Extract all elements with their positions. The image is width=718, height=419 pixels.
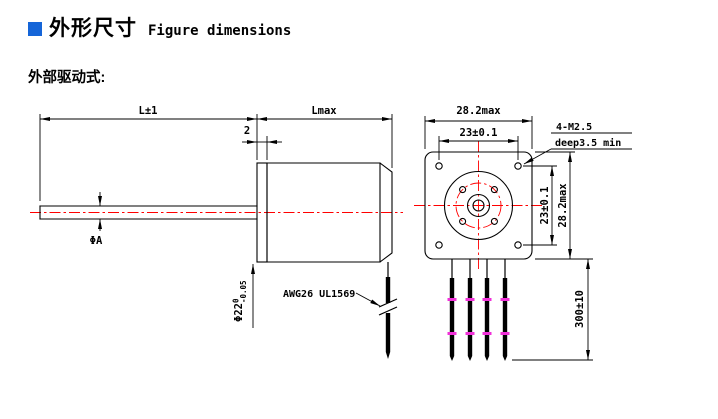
dim-side-outer-label: 28.2max [557, 183, 569, 228]
drive-type-label: 外部驱动式: [28, 70, 106, 86]
dim-phi22-label: Φ220-0.05 [232, 280, 249, 322]
dim-pilot-diameter: Φ220-0.05 [232, 264, 255, 328]
dim-top-outer-label: 28.2max [456, 105, 501, 117]
screw-note-line2: deep3.5 min [555, 137, 621, 149]
wire-break-mark [378, 298, 398, 308]
flange-square-outline [424, 151, 533, 260]
center-bosses [443, 170, 514, 241]
side-lead-wire [378, 262, 398, 359]
dim-phi-a-label: ΦA [90, 235, 103, 247]
wire-spec-callout: AWG26 UL1569 [283, 289, 381, 307]
lead-wire [482, 259, 492, 361]
dim-shaft-diameter: ΦA [90, 192, 103, 247]
side-view: L±1 Lmax 2 ΦA Φ220-0.05 AWG [30, 105, 403, 359]
dim-lmax-label: Lmax [311, 105, 337, 117]
lead-wire [500, 259, 510, 361]
dim-shaft-length: L±1 [39, 105, 258, 201]
lead-wire [447, 259, 457, 361]
front-view: 28.2max 23±0.1 4-M2.5 deep3.5 min 23±0.1 [414, 105, 632, 361]
bolt-circle [455, 182, 502, 229]
title-row: 外形尺寸 Figure dimensions [28, 18, 291, 39]
screw-note-callout: 4-M2.5 deep3.5 min [523, 122, 632, 165]
title-accent-square [28, 21, 42, 36]
page-header: 外形尺寸 Figure dimensions 外部驱动式: [28, 18, 291, 87]
page-title-english: Figure dimensions [148, 22, 292, 39]
lead-wires [447, 259, 510, 361]
wire-break-mark [378, 306, 398, 316]
dim-wire-length: 300±10 [512, 258, 593, 361]
motor-shaft [39, 205, 258, 220]
dim-side-inner-label: 23±0.1 [539, 187, 551, 225]
dim-hole-spacing-horizontal: 23±0.1 [438, 127, 519, 160]
page-title-chinese: 外形尺寸 [49, 17, 137, 40]
dim-2-label: 2 [244, 125, 250, 137]
dim-flange-width: 28.2max [424, 105, 533, 149]
dim-flange-thickness: 2 [242, 125, 282, 160]
screw-note-line1: 4-M2.5 [556, 122, 592, 133]
bolt-circle-holes [459, 186, 498, 225]
dim-body-length: Lmax [257, 105, 393, 168]
dim-flange-height: 28.2max [535, 151, 575, 259]
dim-hole-spacing-vertical: 23±0.1 [523, 165, 557, 246]
wire-spec-label: AWG26 UL1569 [283, 289, 355, 300]
dim-top-inner-label: 23±0.1 [460, 127, 498, 139]
corner-mounting-holes [435, 162, 522, 249]
dim-l-label: L±1 [139, 105, 158, 117]
dim-wire-length-label: 300±10 [574, 290, 586, 328]
motor-body [266, 162, 393, 263]
lead-wire [465, 259, 475, 361]
